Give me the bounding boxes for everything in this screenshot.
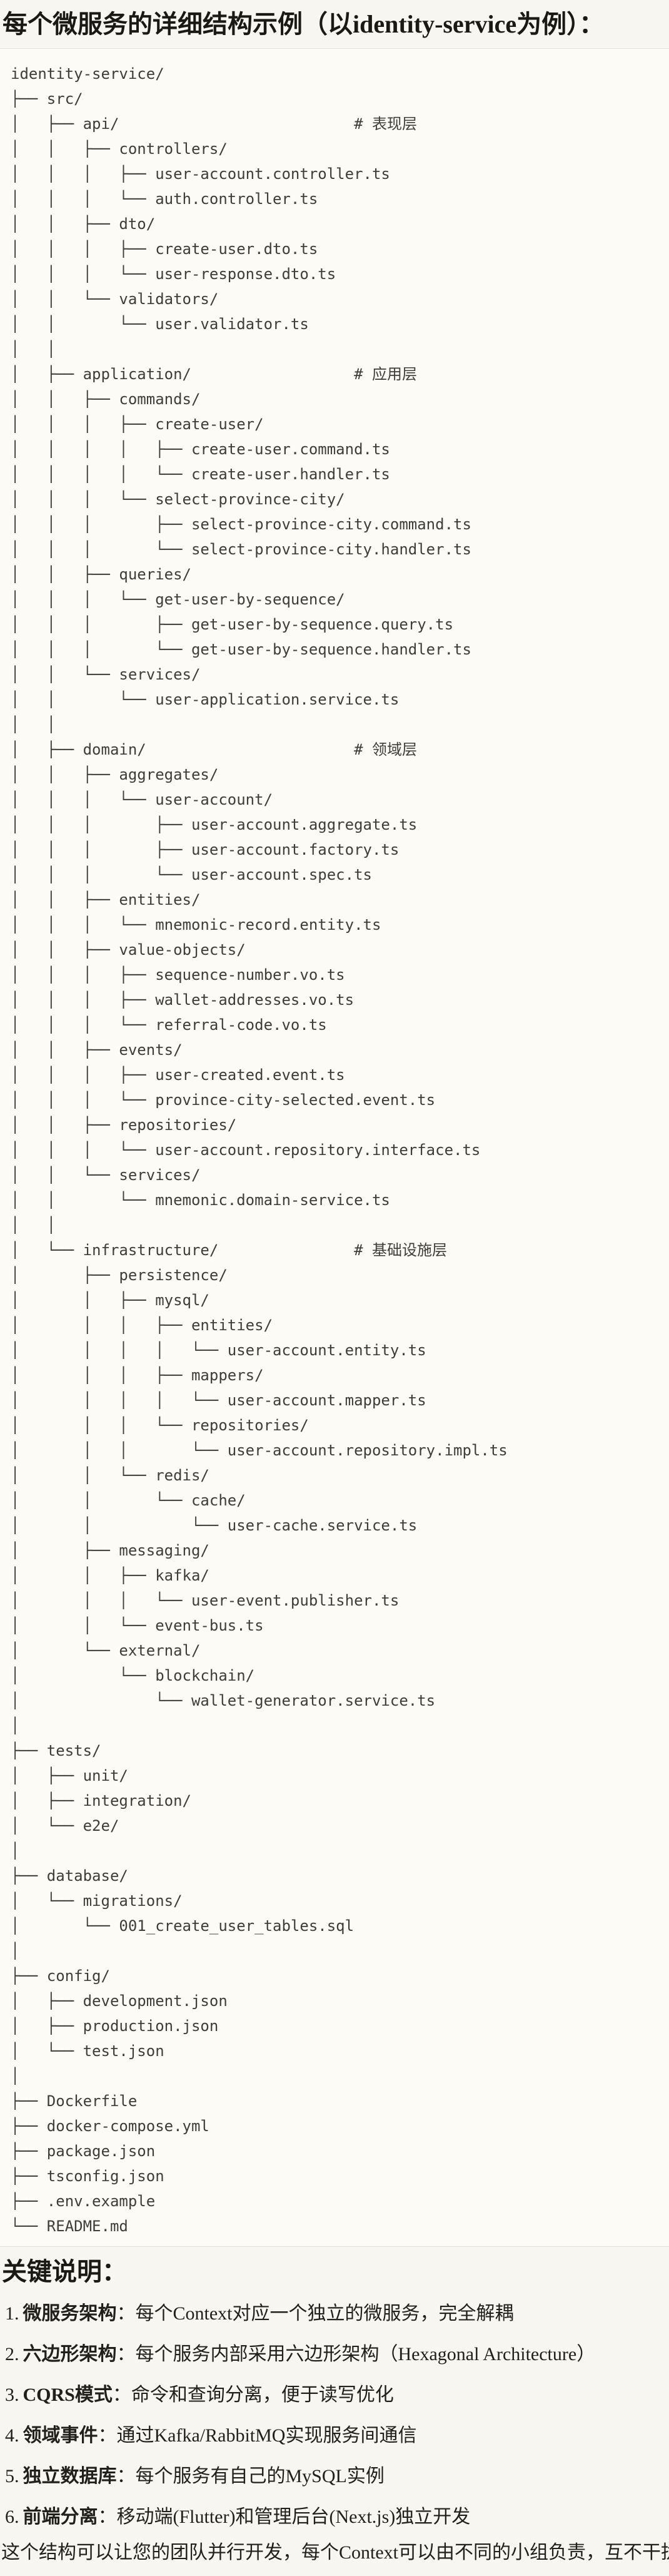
note-item: 6.前端分离：移动端(Flutter)和管理后台(Next.js)独立开发 <box>5 2507 669 2528</box>
note-item: 4.领域事件：通过Kafka/RabbitMQ实现服务间通信 <box>5 2425 669 2446</box>
note-colon: ： <box>116 2466 136 2487</box>
note-number: 5. <box>5 2466 19 2487</box>
note-colon: ： <box>116 2303 136 2324</box>
notes-heading: 关键说明： <box>2 2258 127 2286</box>
note-item: 1.微服务架构：每个Context对应一个独立的微服务，完全解耦 <box>5 2303 669 2324</box>
note-colon: ： <box>98 2507 117 2527</box>
note-number: 2. <box>5 2344 19 2365</box>
note-description: 每个服务内部采用六边形架构（Hexagonal Architecture） <box>135 2344 596 2365</box>
note-description: 通过Kafka/RabbitMQ实现服务间通信 <box>116 2425 417 2446</box>
note-colon: ： <box>112 2385 131 2405</box>
note-item: 2.六边形架构：每个服务内部采用六边形架构（Hexagonal Architec… <box>5 2344 669 2365</box>
code-block: identity-service/ ├── src/ │ ├── api/ # … <box>0 48 669 2247</box>
note-description: 移动端(Flutter)和管理后台(Next.js)独立开发 <box>116 2507 471 2527</box>
note-item: 5.独立数据库：每个服务有自己的MySQL实例 <box>5 2466 669 2487</box>
page-title: 每个微服务的详细结构示例（以identity-service为例）： <box>3 10 605 38</box>
note-term: 独立数据库 <box>23 2466 117 2487</box>
note-number: 4. <box>5 2425 19 2446</box>
note-term: 领域事件 <box>23 2425 98 2446</box>
note-description: 命令和查询分离，便于读写优化 <box>131 2385 394 2405</box>
note-term: 前端分离 <box>23 2507 98 2527</box>
note-description: 每个Context对应一个独立的微服务，完全解耦 <box>135 2303 514 2324</box>
note-number: 3. <box>5 2385 19 2405</box>
note-term: CQRS模式 <box>23 2385 113 2405</box>
note-item: 3.CQRS模式：命令和查询分离，便于读写优化 <box>5 2385 669 2406</box>
directory-tree: identity-service/ ├── src/ │ ├── api/ # … <box>11 65 508 2235</box>
note-colon: ： <box>116 2344 136 2365</box>
notes-list: 1.微服务架构：每个Context对应一个独立的微服务，完全解耦 2.六边形架构… <box>0 2303 669 2528</box>
note-colon: ： <box>98 2425 117 2446</box>
note-term: 六边形架构 <box>23 2344 117 2365</box>
note-term: 微服务架构 <box>23 2303 117 2324</box>
closing-paragraph: 这个结构可以让您的团队并行开发，每个Context可以由不同的小组负责，互不干扰… <box>1 2542 669 2563</box>
note-number: 6. <box>5 2507 19 2527</box>
note-description: 每个服务有自己的MySQL实例 <box>135 2466 385 2487</box>
note-number: 1. <box>5 2303 19 2324</box>
